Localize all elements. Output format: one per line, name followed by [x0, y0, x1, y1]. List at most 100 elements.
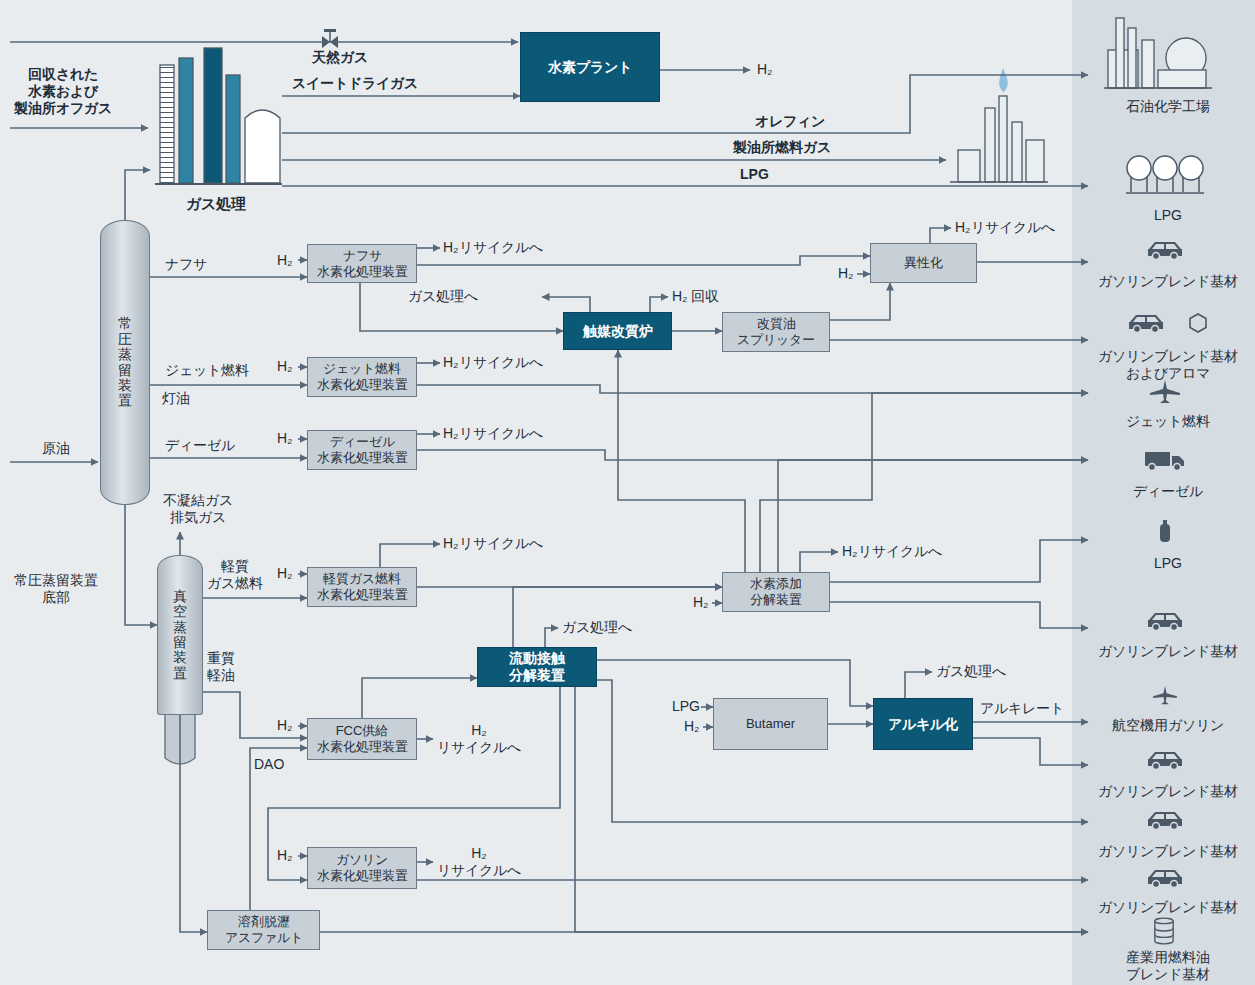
stream-label: ガス処理へ — [562, 619, 632, 636]
node-text: ガス処理 — [186, 195, 246, 213]
stream-name: アルキレート — [980, 700, 1064, 717]
stream-label: 不凝結ガス 排気ガス — [163, 492, 233, 526]
node-text: ナフサ 水素化処理装置 — [317, 248, 408, 279]
product-outlet: 石油化学工場 — [1088, 10, 1248, 115]
process-box: FCC供給 水素化処理装置 — [307, 718, 417, 760]
flow-arrow — [830, 339, 1088, 341]
stream-name: オレフィン — [755, 113, 825, 130]
stream-label: H₂リサイクルへ — [443, 239, 543, 256]
product-outlet: ガソリンブレンド基材 — [1088, 236, 1248, 290]
stream-name: 常圧蒸留装置 底部 — [14, 572, 98, 606]
process-box: 軽質ガス燃料 水素化処理装置 — [307, 567, 417, 607]
flow-arrow — [150, 457, 307, 459]
process-box: ディーゼル 水素化処理装置 — [307, 430, 417, 470]
flow-arrow — [417, 879, 1088, 881]
node-text: 水素プラント — [548, 59, 632, 76]
flow-arrow — [830, 540, 1088, 582]
stream-label: H₂ — [693, 594, 709, 611]
flow-arrow — [778, 460, 1088, 572]
product-outlet: LPG — [1088, 146, 1248, 224]
process-box: Butamer — [713, 698, 828, 750]
flow-arrow — [360, 283, 563, 331]
stream-label: LPG — [672, 698, 700, 715]
stream-label: 灯油 — [162, 390, 190, 407]
flow-arrow — [180, 715, 207, 932]
stream-name: ディーゼル — [165, 437, 235, 454]
node-text: LPG — [1154, 555, 1182, 572]
stream-label: H₂リサイクルへ — [842, 543, 942, 560]
node-text: ガソリンブレンド基材 — [1098, 273, 1238, 290]
stream-label: H₂ — [277, 565, 293, 582]
product-outlet: ガソリンブレンド基材 — [1088, 608, 1248, 660]
process-unit: アルキル化 — [873, 698, 973, 750]
stream-label: 製油所燃料ガス — [733, 139, 831, 156]
process-box: 溶剤脱瀝 アスファルト — [207, 910, 320, 950]
flow-arrow — [973, 721, 1088, 723]
stream-label: ガス処理へ — [936, 663, 1006, 680]
stream-label: H₂リサイクルへ — [443, 535, 543, 552]
node-text: 水素添加 分解装置 — [750, 576, 802, 607]
flow-arrow — [203, 692, 307, 738]
node-text: ガソリンブレンド基材 — [1098, 783, 1238, 800]
process-unit: 触媒改質炉 — [563, 312, 672, 350]
process-box: 異性化 — [870, 243, 977, 283]
flow-arrow — [362, 678, 477, 718]
node-text: LPG — [1154, 207, 1182, 224]
product-outlet: ジェット燃料 — [1088, 378, 1248, 430]
node-text: FCC供給 水素化処理装置 — [317, 723, 408, 754]
product-outlet: 産業用燃料油 ブレンド基材 — [1088, 915, 1248, 983]
process-box: 水素添加 分解装置 — [722, 572, 830, 612]
node-text: 石油化学工場 — [1126, 98, 1210, 115]
process-box: 改質油 スプリッター — [722, 312, 830, 352]
stream-label: H₂ — [838, 265, 854, 282]
stream-label: H₂ — [277, 252, 293, 269]
product-panel — [1072, 0, 1255, 985]
node-text: 改質油 スプリッター — [737, 316, 815, 347]
node-text: 航空機用ガソリン — [1112, 717, 1224, 734]
node-text: 常圧蒸留装置 — [118, 316, 132, 408]
flow-arrow — [150, 384, 307, 386]
stream-label: H₂ 回収 — [672, 288, 719, 305]
node-text: ジェット燃料 水素化処理装置 — [317, 361, 408, 392]
process-unit: 流動接触 分解装置 — [477, 647, 597, 687]
node-text: 触媒改質炉 — [583, 323, 653, 340]
stream-label: H₂ — [684, 718, 700, 735]
flow-arrow — [150, 276, 307, 278]
node-text: 産業用燃料油 ブレンド基材 — [1126, 949, 1210, 983]
flow-arrow — [125, 505, 157, 625]
stream-name: DAO — [254, 756, 284, 773]
stream-label: H₂ — [277, 358, 293, 375]
flow-arrow — [575, 687, 1088, 932]
flow-arrow — [250, 748, 307, 910]
valve-symbol — [322, 29, 338, 48]
flow-arrow — [282, 75, 1088, 133]
process-box: ジェット燃料 水素化処理装置 — [307, 357, 417, 397]
node-text: 異性化 — [904, 255, 943, 271]
stream-label: 原油 — [42, 440, 70, 457]
product-outlet: 航空機用ガソリン — [1088, 684, 1248, 734]
process-box: ナフサ 水素化処理装置 — [307, 244, 417, 283]
stream-label: H₂ — [277, 430, 293, 447]
product-outlet: LPG — [1088, 518, 1248, 572]
stream-name: スイートドライガス — [292, 75, 418, 92]
node-text: 真空蒸留装置 — [173, 589, 187, 681]
node-text: ディーゼル 水素化処理装置 — [317, 434, 408, 465]
stream-label: H₂リサイクルへ — [443, 354, 543, 371]
stream-label: H₂ — [277, 717, 293, 734]
product-outlet: ガソリンブレンド基材 — [1088, 866, 1248, 916]
stream-name: 軽質 ガス燃料 — [207, 558, 263, 592]
flow-arrow — [125, 170, 150, 220]
flow-arrow — [417, 256, 870, 265]
flow-arrow — [760, 393, 1088, 572]
flow-arrow — [973, 738, 1088, 765]
stream-label: H₂リサイクルへ — [443, 425, 543, 442]
stream-label: H₂リサイクルへ — [955, 219, 1055, 236]
stream-label: H₂ — [277, 847, 293, 864]
product-outlet: ガソリンブレンド基材 — [1088, 808, 1248, 860]
stream-label: H₂ — [757, 61, 773, 78]
stream-name: 重質 軽油 — [207, 650, 235, 684]
node-text: ジェット燃料 — [1126, 413, 1210, 430]
flow-arrow — [597, 680, 1088, 822]
stream-label: H₂ リサイクルへ — [437, 722, 521, 756]
flow-arrow — [830, 602, 1088, 628]
